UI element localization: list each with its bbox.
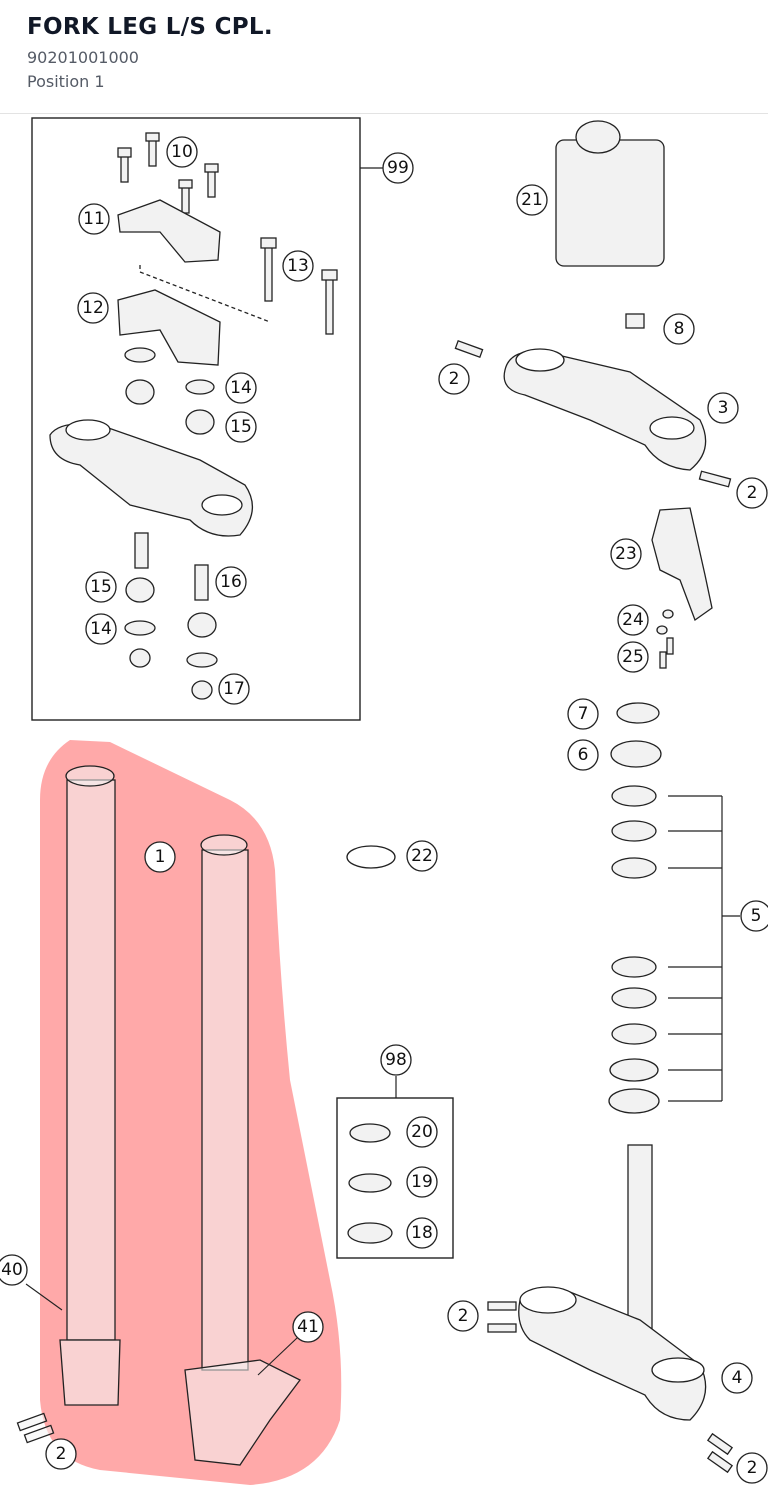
callout-6[interactable] (567, 739, 599, 771)
callout-3[interactable] (707, 392, 739, 424)
label-22: 22 (411, 846, 433, 866)
label-18: 18 (411, 1223, 433, 1243)
kit-box-99 (31, 117, 361, 721)
label-21: 21 (521, 190, 543, 210)
callout-4[interactable] (721, 1362, 753, 1394)
seal-kit-parts (347, 1123, 393, 1244)
callout-16[interactable] (215, 566, 247, 598)
label-15a: 15 (230, 417, 252, 437)
label-25: 25 (622, 647, 644, 667)
label-10: 10 (171, 142, 193, 162)
callout-22[interactable] (406, 840, 438, 872)
callout-99[interactable] (382, 152, 414, 184)
label-6: 6 (578, 745, 589, 765)
label-14a: 14 (230, 378, 252, 398)
callout-2b[interactable] (736, 477, 768, 509)
callout-13[interactable] (282, 250, 314, 282)
callout-2c[interactable] (447, 1300, 479, 1332)
label-40: 40 (1, 1260, 23, 1280)
callout-2a[interactable] (438, 363, 470, 395)
callout-24[interactable] (617, 604, 649, 636)
label-2d: 2 (56, 1444, 67, 1464)
label-41: 41 (297, 1317, 319, 1337)
callout-41[interactable] (292, 1311, 324, 1343)
callout-14b[interactable] (85, 613, 117, 645)
callout-40[interactable] (0, 1254, 28, 1286)
label-99: 99 (387, 158, 409, 178)
label-2e: 2 (747, 1458, 758, 1478)
part-number: 90201001000 (27, 48, 139, 67)
kit-99-parts (49, 132, 338, 700)
callout-5[interactable] (740, 900, 768, 932)
position-label: Position 1 (27, 72, 105, 91)
oil-can (555, 120, 665, 267)
callout-labels: 10 11 12 13 14 15 16 15 14 17 99 21 8 2 … (1, 142, 761, 1478)
label-8: 8 (674, 319, 685, 339)
callout-20[interactable] (406, 1116, 438, 1148)
label-2c: 2 (458, 1306, 469, 1326)
label-1: 1 (155, 847, 166, 867)
label-19: 19 (411, 1172, 433, 1192)
callout-19[interactable] (406, 1166, 438, 1198)
label-11: 11 (83, 209, 105, 229)
bearing-bracket (668, 795, 740, 1102)
label-2a: 2 (449, 369, 460, 389)
label-12: 12 (82, 298, 104, 318)
callout-11[interactable] (78, 203, 110, 235)
label-5: 5 (751, 906, 762, 926)
label-7: 7 (578, 704, 589, 724)
label-98: 98 (385, 1050, 407, 1070)
callout-2d[interactable] (45, 1438, 77, 1470)
label-20: 20 (411, 1122, 433, 1142)
callout-15b[interactable] (85, 571, 117, 603)
label-17: 17 (223, 679, 245, 699)
o-ring (346, 845, 396, 869)
fork-legs (16, 765, 301, 1466)
callout-7[interactable] (567, 698, 599, 730)
callout-21[interactable] (516, 184, 548, 216)
upper-triple-clamp (454, 313, 732, 488)
label-15b: 15 (90, 577, 112, 597)
callout-98[interactable] (380, 1044, 412, 1076)
callout-17[interactable] (218, 673, 250, 705)
page-header: FORK LEG L/S CPL. 90201001000 Position 1 (0, 0, 768, 114)
kit-box-98 (336, 1097, 454, 1259)
callout-25[interactable] (617, 641, 649, 673)
lower-triple-clamp (487, 1144, 734, 1474)
callout-2e[interactable] (736, 1452, 768, 1484)
callout-15a[interactable] (225, 411, 257, 443)
label-16: 16 (220, 572, 242, 592)
bracket-23 (651, 507, 713, 669)
label-14b: 14 (90, 619, 112, 639)
callout-14a[interactable] (225, 372, 257, 404)
part-title: FORK LEG L/S CPL. (27, 14, 273, 40)
callout-12[interactable] (77, 292, 109, 324)
callout-23[interactable] (610, 538, 642, 570)
label-4: 4 (732, 1368, 743, 1388)
callout-1[interactable] (144, 841, 176, 873)
label-24: 24 (622, 610, 644, 630)
label-13: 13 (287, 256, 309, 276)
callout-10[interactable] (166, 136, 198, 168)
leader-lines (25, 1283, 298, 1376)
callout-8[interactable] (663, 313, 695, 345)
label-3: 3 (718, 398, 729, 418)
steering-bearings (608, 702, 662, 1114)
callouts (0, 136, 768, 1484)
label-2b: 2 (747, 483, 758, 503)
label-23: 23 (615, 544, 637, 564)
callout-18[interactable] (406, 1217, 438, 1249)
